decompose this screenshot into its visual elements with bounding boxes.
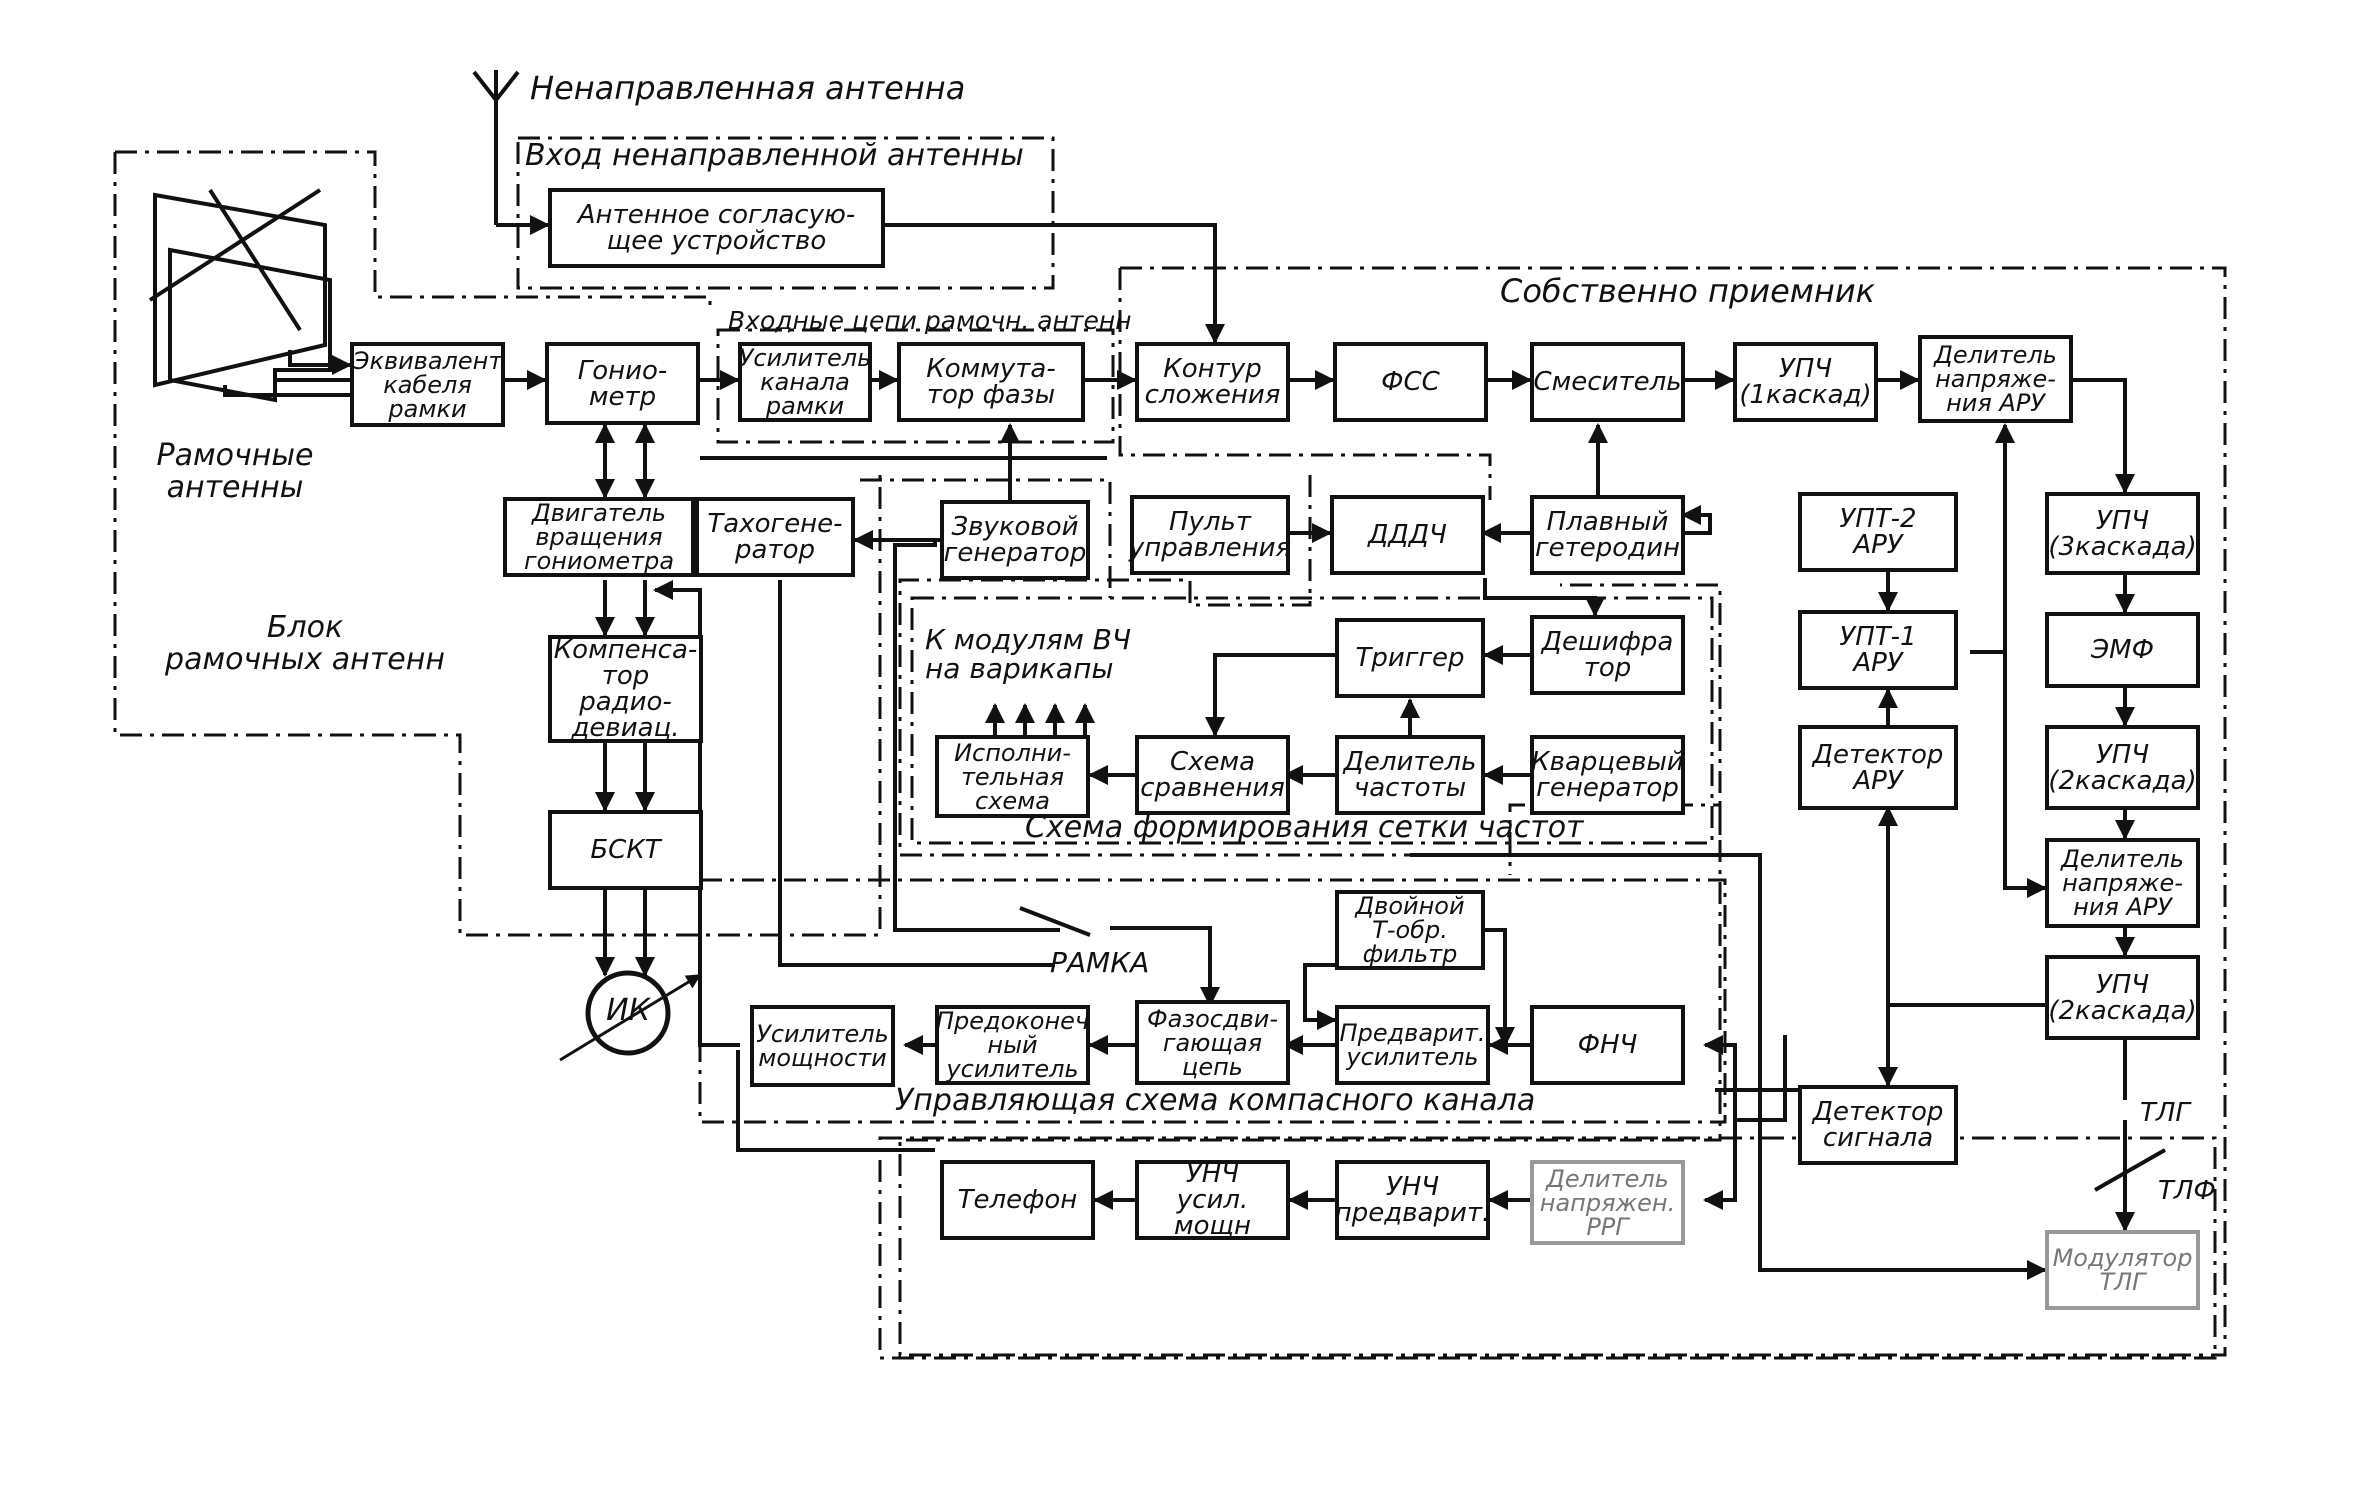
preamp-block: Предварит. усилитель xyxy=(1335,1005,1490,1085)
omni-antenna-icon xyxy=(472,70,520,225)
loop-antennas-label: Рамочные антенны xyxy=(156,438,314,505)
compass-circuit-label: Управляющая схема компасного канала xyxy=(895,1083,1536,1118)
loop-antenna-icon-2 xyxy=(168,247,332,403)
tlg-modulator-block: Модулятор ТЛГ xyxy=(2045,1230,2200,1310)
tlf-label: ТЛФ xyxy=(2158,1176,2216,1206)
omni-input-outline xyxy=(516,136,1055,290)
tachogenerator-block: Тахогене- ратор xyxy=(695,497,855,577)
executive-circuit-block: Исполни- тельная схема xyxy=(935,735,1090,818)
comparator-block: Схема сравнения xyxy=(1135,735,1290,815)
emf-block: ЭМФ xyxy=(2045,612,2200,688)
receiver-proper-label: Собственно приемник xyxy=(1500,272,1875,310)
fss-block: ФСС xyxy=(1333,342,1488,422)
dddch-block: ДДДЧ xyxy=(1330,495,1485,575)
power-amp-block: Усилитель мощности xyxy=(750,1005,895,1087)
upt1-agc-block: УПТ-1 АРУ xyxy=(1798,610,1958,690)
freq-grid-outline xyxy=(898,475,1722,857)
tlg-label: ТЛГ xyxy=(2140,1098,2190,1128)
loop-input-outline xyxy=(716,328,1115,444)
if-amp-2a-block: УПЧ (2каскада) xyxy=(2045,725,2200,810)
omni-input-label: Вход ненаправленной антенны xyxy=(525,138,1024,173)
phase-switch-block: Коммута- тор фазы xyxy=(897,342,1085,422)
cable-equivalent-block: Эквивалент кабеля рамки xyxy=(350,342,505,427)
agc-divider-1-block: Делитель напряже- ния АРУ xyxy=(1918,335,2073,423)
pre-final-amp-block: Предоконеч ный усилитель xyxy=(935,1005,1090,1085)
audio-outline xyxy=(878,1136,2217,1360)
crystal-osc-block: Кварцевый генератор xyxy=(1530,735,1685,815)
receiver-outline-top xyxy=(1118,268,1492,500)
loop-block-outline xyxy=(113,150,882,937)
if-amp-1-block: УПЧ (1каскад) xyxy=(1733,342,1878,422)
frame-switch-label: РАМКА xyxy=(1050,946,1150,979)
signal-detector-block: Детектор сигнала xyxy=(1798,1085,1958,1165)
compass-indicator xyxy=(559,970,702,1062)
control-panel-block: Пульт управления xyxy=(1129,495,1291,575)
freq-grid-label: Схема формирования сетки частот xyxy=(1025,810,1584,845)
trigger-block: Триггер xyxy=(1335,618,1485,698)
agc-detector-block: Детектор АРУ xyxy=(1798,725,1958,810)
gonio-motor-block: Двигатель вращения гониометра xyxy=(503,497,695,577)
freq-divider-block: Делитель частоты xyxy=(1335,735,1485,815)
telephone-block: Телефон xyxy=(940,1160,1095,1240)
af-power-amp-block: УНЧ усил. мощн xyxy=(1135,1160,1290,1240)
upt2-agc-block: УПТ-2 АРУ xyxy=(1798,492,1958,572)
if-amp-2b-block: УПЧ (2каскада) xyxy=(2045,955,2200,1040)
sum-circuit-block: Контур сложения xyxy=(1135,342,1290,422)
loop-input-label: Входные цепи рамочн. антенн xyxy=(728,306,1132,335)
loop-amp-block: Усилитель канала рамки xyxy=(738,342,872,422)
af-preamp-block: УНЧ предварит. xyxy=(1335,1160,1490,1240)
agc-divider-2-block: Делитель напряже- ния АРУ xyxy=(2045,838,2200,928)
bskt-block: БСКТ xyxy=(548,810,703,890)
goniometer-block: Гонио- метр xyxy=(545,342,700,425)
freq-grid-inner xyxy=(910,596,1714,845)
matching-device-block: Антенное согласую- щее устройство xyxy=(548,188,885,268)
lpf-block: ФНЧ xyxy=(1530,1005,1685,1085)
mixer-block: Смеситель xyxy=(1530,342,1685,422)
ik-indicator-label: ИК xyxy=(606,993,650,1028)
antenna-symbols xyxy=(148,70,520,403)
radiodeviation-compensator-block: Компенса- тор радио- девиац. xyxy=(548,635,703,743)
omni-antenna-label: Ненаправленная антенна xyxy=(530,69,966,107)
loop-block-label: Блок рамочных антенн xyxy=(165,610,445,677)
phase-shift-block: Фазосдви- гающая цепь xyxy=(1135,1000,1290,1085)
loop-antenna-icon-3 xyxy=(148,188,322,332)
twin-t-filter-block: Двойной Т-обр. фильтр xyxy=(1335,890,1485,970)
if-amp-3-block: УПЧ (3каскада) xyxy=(2045,492,2200,575)
audio-generator-block: Звуковой генератор xyxy=(940,500,1090,580)
hf-modules-label: К модулям ВЧ на варикапы xyxy=(925,623,1132,686)
loop-antenna-icon-1 xyxy=(153,192,327,388)
rrg-divider-block: Делитель напряжен. РРГ xyxy=(1530,1160,1685,1245)
vfo-block: Плавный гетеродин xyxy=(1530,495,1685,575)
decoder-block: Дешифра тор xyxy=(1530,615,1685,695)
